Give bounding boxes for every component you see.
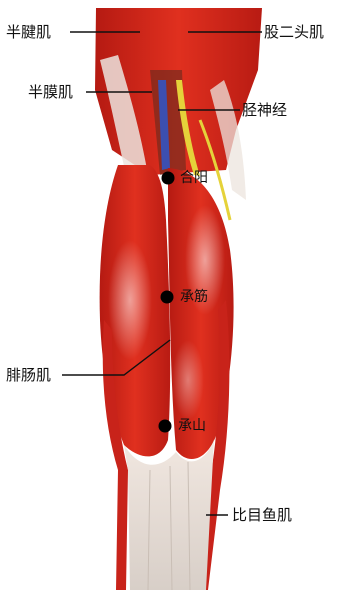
sheen-low [172, 340, 204, 420]
achilles-tendon [124, 440, 214, 590]
label-biceps-femoris: 股二头肌 [264, 23, 324, 41]
point-heyang-dot [162, 172, 175, 185]
point-chengjin-label: 承筋 [180, 289, 208, 305]
sheen-left [108, 240, 152, 360]
point-chengjin-dot [161, 291, 174, 304]
point-heyang-label: 合阳 [180, 170, 208, 186]
label-semimembranosus: 半膜肌 [28, 83, 73, 101]
label-soleus: 比目鱼肌 [232, 506, 292, 524]
point-chengshan-label: 承山 [178, 418, 206, 434]
label-gastrocnemius: 腓肠肌 [6, 366, 51, 384]
point-chengshan-dot [159, 420, 172, 433]
label-tibial-nerve: 胫神经 [242, 101, 287, 119]
label-semitendinosus: 半腱肌 [6, 23, 51, 41]
